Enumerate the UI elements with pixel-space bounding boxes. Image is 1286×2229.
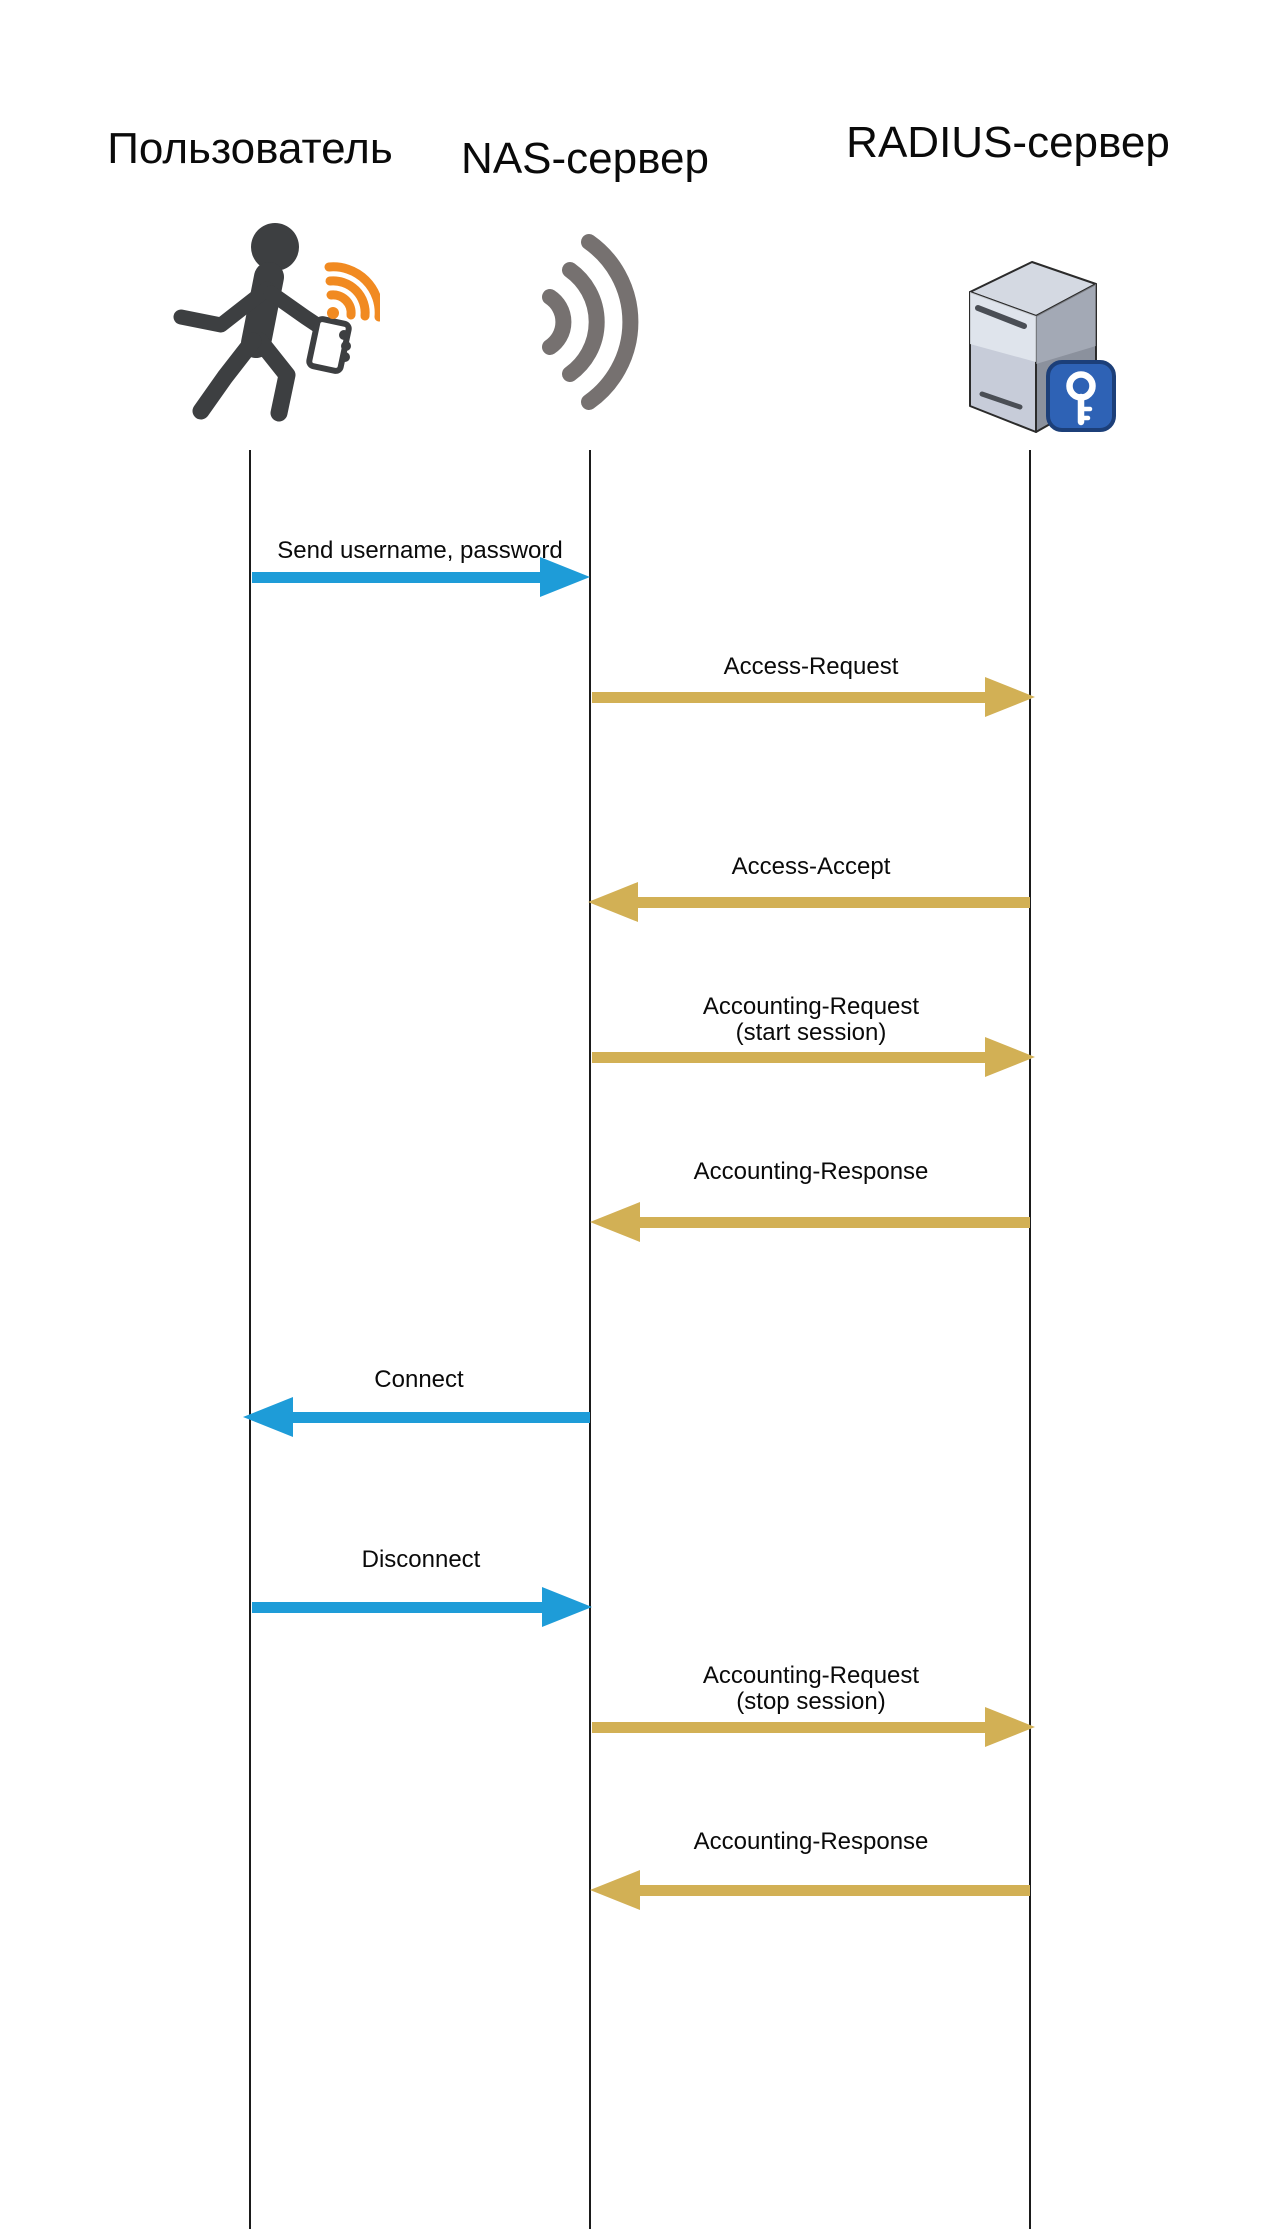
walking-user-phone-icon xyxy=(165,213,384,430)
message-arrow-accounting-request-start xyxy=(592,1037,1035,1077)
server-vent-top xyxy=(975,305,1027,329)
message-label: Access-Accept xyxy=(731,853,891,880)
actor-label-nas: NAS-сервер xyxy=(461,134,709,183)
message-arrow-disconnect xyxy=(252,1587,592,1627)
server-vent-bottom xyxy=(979,391,1023,410)
message-label: Accounting-Request (start session) xyxy=(702,993,920,1046)
message-label: Connect xyxy=(374,1366,464,1393)
lifeline-radius xyxy=(1029,450,1031,2229)
person-head xyxy=(251,223,299,271)
message-label: Access-Request xyxy=(723,653,899,680)
wifi-waves-icon xyxy=(324,262,384,322)
message-label: Accounting-Response xyxy=(693,1158,929,1185)
person-back-arm xyxy=(173,281,275,333)
actor-label-user: Пользователь xyxy=(107,124,393,173)
lifeline-nas xyxy=(589,450,591,2229)
message-arrow-connect xyxy=(243,1397,590,1437)
message-arrow-access-request xyxy=(592,677,1035,717)
lifeline-user xyxy=(249,450,251,2229)
message-arrow-accounting-response-2 xyxy=(590,1870,1030,1910)
key-badge-icon xyxy=(1046,360,1116,432)
message-arrow-send-credentials xyxy=(252,557,590,597)
actor-label-radius: RADIUS-сервер xyxy=(846,118,1170,167)
server-key-icon xyxy=(952,246,1127,441)
person-front-leg xyxy=(251,332,296,422)
message-arrow-accounting-response-1 xyxy=(590,1202,1030,1242)
phone-icon xyxy=(306,316,352,374)
message-label: Accounting-Request (stop session) xyxy=(702,1662,920,1715)
person-back-leg xyxy=(192,332,262,420)
message-label: Disconnect xyxy=(361,1546,481,1573)
message-arrow-access-accept xyxy=(588,882,1030,922)
message-label: Accounting-Response xyxy=(693,1828,929,1855)
wireless-signal-icon xyxy=(525,230,650,420)
message-arrow-accounting-request-stop xyxy=(592,1707,1035,1747)
message-label: Send username, password xyxy=(277,537,563,564)
